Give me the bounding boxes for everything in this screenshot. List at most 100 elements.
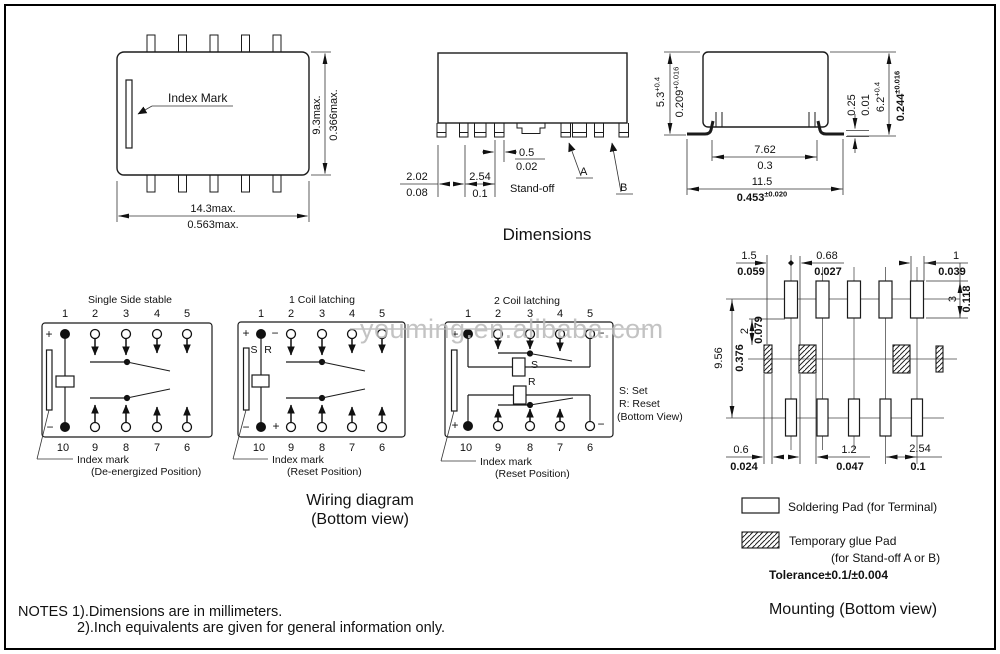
page-border: [4, 4, 996, 650]
note-line-2: 2).Inch equivalents are given for genera…: [77, 620, 445, 636]
polarity-minus: −: [271, 326, 278, 340]
index-mark-label: Index mark: [272, 454, 325, 466]
pin-number: 4: [154, 308, 160, 320]
soldering-pad-swatch: [741, 497, 780, 514]
stand-off-bump: [516, 123, 546, 134]
pin-number: 9: [495, 442, 501, 454]
dim-height-in: 0.209+0.016: [672, 67, 687, 118]
pin-number: 8: [319, 442, 325, 454]
dim-1-mm: 1: [953, 250, 959, 262]
polarity-plus: +: [272, 419, 279, 433]
dim-body-width-in: 0.563max.: [187, 219, 238, 231]
soldering-pad: [783, 280, 799, 319]
mounting-title: Mounting (Bottom view): [769, 601, 937, 618]
pin-number: 1: [465, 308, 471, 320]
soldering-pad: [910, 398, 924, 437]
soldering-pad: [784, 398, 798, 437]
dim-2-in: 0.079: [753, 316, 765, 344]
dim-15-in: 0.059: [737, 266, 765, 278]
dim-3-in: 0.118: [961, 286, 973, 313]
polarity-minus: −: [46, 420, 53, 434]
dim-pitch-mm: 7.62: [754, 144, 775, 156]
pin-number: 3: [527, 308, 533, 320]
polarity-plus: +: [242, 326, 249, 340]
polarity-minus: −: [597, 417, 604, 431]
dim-width-in: 0.453±0.020: [737, 190, 787, 205]
dim-06-mm: 0.6: [733, 444, 748, 456]
dim-width-mm: 11.5: [752, 176, 773, 188]
reset-coil-symbol: [512, 385, 527, 405]
index-mark-bar: [450, 349, 458, 412]
dim-lead-mm: 0.25: [846, 94, 858, 115]
coil-symbol: [251, 374, 270, 388]
pin-number: 2: [495, 308, 501, 320]
set-legend: S: Set: [619, 385, 648, 397]
pin-number: 5: [184, 308, 190, 320]
mounting-legend: Soldering Pad (for Terminal) Temporary g…: [741, 497, 940, 618]
dim-2-mm: 2: [739, 328, 751, 334]
pin-number: 9: [288, 442, 294, 454]
wiring-diagram-1-coil-latching: 1 Coil latching 1 2 3 4 5 + − S R − + 10…: [232, 294, 406, 478]
index-mark-label: Index Mark: [168, 91, 228, 105]
index-mark-bar: [125, 79, 133, 149]
dim-956-in: 0.376: [734, 344, 746, 372]
pin-number: 4: [349, 308, 355, 320]
diagram1-title: Single Side stable: [88, 294, 172, 306]
glue-pad-swatch: [741, 531, 780, 549]
dim-956-mm: 9.56: [713, 347, 725, 368]
dim-254-mm: 2.54: [469, 171, 490, 183]
dim-total-in: 0.244±0.016: [893, 71, 908, 121]
dim-15-mm: 1.5: [741, 250, 756, 262]
pin-number: 6: [184, 442, 190, 454]
dim-pitch-in: 0.3: [757, 160, 772, 172]
soldering-pad: [815, 280, 830, 319]
note-line-1: NOTES 1).Dimensions are in millimeters.: [18, 604, 282, 620]
polarity-plus: +: [451, 327, 458, 341]
pin-number: 5: [587, 308, 593, 320]
pin-number: 7: [557, 442, 563, 454]
set-coil-label: S: [531, 359, 538, 371]
pin-number: 6: [587, 442, 593, 454]
diagram3-title: 2 Coil latching: [494, 295, 560, 307]
index-mark-bar: [242, 347, 250, 411]
stand-off-a-label: A: [580, 166, 588, 178]
dim-202-mm: 2.02: [406, 171, 427, 183]
dim-06-in: 0.024: [730, 461, 758, 473]
dim-254-mm: 2.54: [909, 443, 930, 455]
notes: NOTES 1).Dimensions are in millimeters. …: [18, 604, 445, 636]
pin-number: 1: [258, 308, 264, 320]
dim-12-mm: 1.2: [841, 444, 856, 456]
tolerance-note: Tolerance±0.1/±0.004: [769, 568, 888, 582]
pin-number: 10: [460, 442, 472, 454]
soldering-pad-legend: Soldering Pad (for Terminal): [788, 500, 937, 514]
soldering-pad: [847, 398, 861, 437]
polarity-minus: −: [242, 420, 249, 434]
reset-label: R: [264, 344, 272, 356]
pin-number: 6: [379, 442, 385, 454]
soldering-pad: [816, 398, 829, 437]
dim-lead-in: 0.01: [860, 94, 872, 115]
polarity-plus: +: [451, 418, 458, 432]
pin-number: 10: [253, 442, 265, 454]
dim-total-mm: 6.2+0.4: [873, 82, 888, 112]
glue-pad-legend-line1: Temporary glue Pad: [789, 534, 896, 548]
stand-off-b-label: B: [620, 182, 627, 194]
dim-body-height-in: 0.366max.: [328, 89, 340, 140]
glue-pad: [798, 344, 817, 374]
soldering-pad: [879, 398, 892, 437]
dim-12-in: 0.047: [836, 461, 864, 473]
pin-number: 7: [349, 442, 355, 454]
package-side-view: 2.02 0.08 2.54 0.1 0.5 0.02 Stand-off A …: [400, 52, 633, 200]
dim-tick: [788, 260, 794, 266]
pin-number: 2: [92, 308, 98, 320]
wiring-section-title: Wiring diagram (Bottom view): [306, 492, 414, 528]
diagram2-title: 1 Coil latching: [289, 294, 355, 306]
pin-number: 1: [62, 308, 68, 320]
glue-pad: [763, 344, 773, 374]
dim-body-height-mm: 9.3max.: [311, 95, 323, 134]
soldering-pad: [909, 280, 925, 319]
polarity-minus: −: [597, 326, 604, 340]
wiring-diagram-2-coil-latching: 2 Coil latching 1 2 3 4 5 + − S R + − 10: [440, 295, 683, 480]
